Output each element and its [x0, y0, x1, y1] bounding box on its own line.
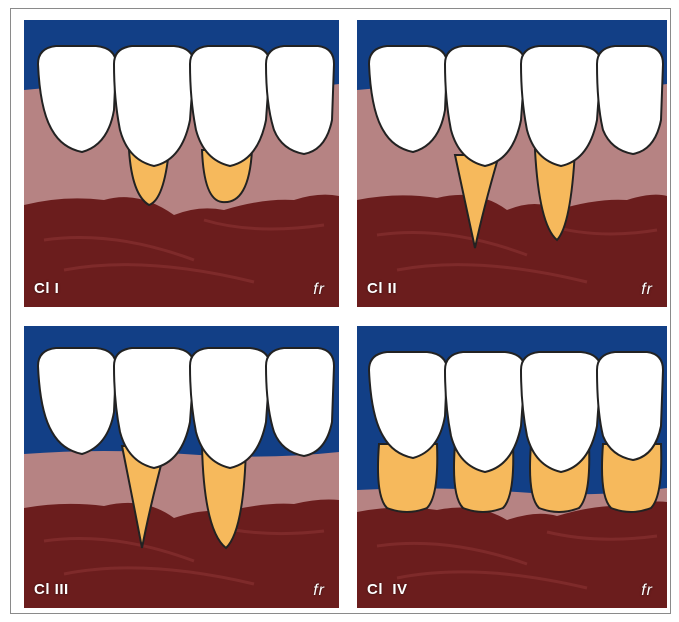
panel-class-4: Cl IV fr	[357, 326, 667, 608]
panel-class-label: Cl II	[367, 280, 397, 297]
panel-class-1-illustration	[24, 20, 339, 307]
panel-class-3-illustration	[24, 326, 339, 608]
panel-class-label: Cl I	[34, 280, 59, 297]
panel-class-3: Cl III fr	[24, 326, 339, 608]
panel-signature: fr	[641, 582, 653, 600]
panel-class-2-illustration	[357, 20, 667, 307]
panel-class-1: Cl I fr	[24, 20, 339, 307]
panel-class-label: Cl IV	[367, 581, 408, 598]
panel-class-label: Cl III	[34, 581, 69, 598]
panel-signature: fr	[313, 281, 325, 299]
panel-signature: fr	[641, 281, 653, 299]
panel-class-4-illustration	[357, 326, 667, 608]
panel-class-2: Cl II fr	[357, 20, 667, 307]
panel-signature: fr	[313, 582, 325, 600]
